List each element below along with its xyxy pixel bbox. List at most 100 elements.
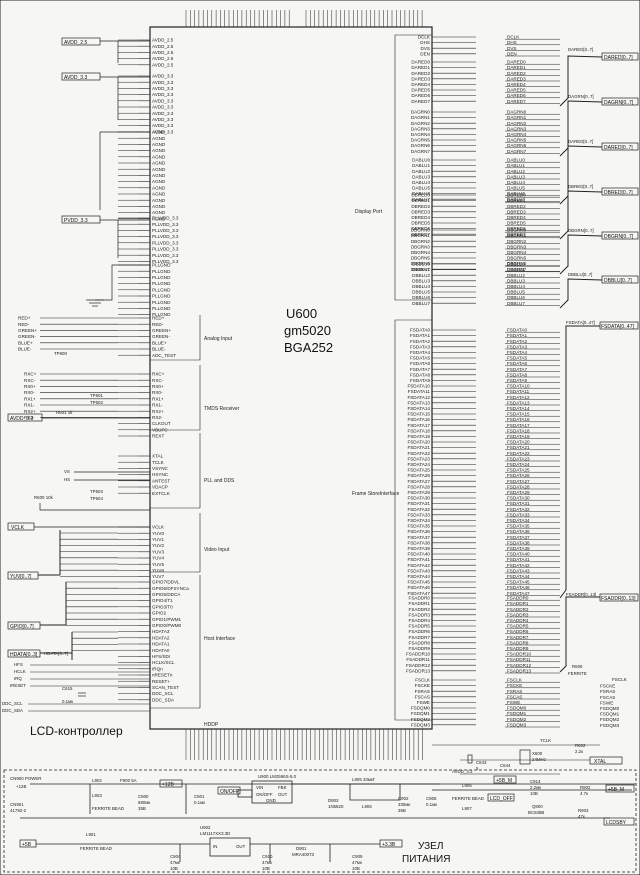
net-5v-m: +5В_М xyxy=(496,778,512,784)
right-pin-label: FSDATA2 xyxy=(410,339,430,344)
left-pin-label: YUV4 xyxy=(152,556,164,561)
right-net-label: FSDATA37 xyxy=(507,535,530,540)
right-pin-label: FSDATA32 xyxy=(407,507,430,512)
right-net-label: FSDATA27 xyxy=(507,479,530,484)
right-pin-label: DABLU6 xyxy=(412,191,430,196)
left-pin-label: PLLGND xyxy=(152,275,171,280)
right-pin-label: DARED7 xyxy=(411,99,430,104)
r600-label: R600 10k xyxy=(34,495,54,500)
right-pin-label: DBRED4 xyxy=(411,215,430,220)
left-pin-label: AGND xyxy=(152,216,166,221)
fs-control-label: FSCAS xyxy=(600,695,615,700)
right-net-label: FSDATA21 xyxy=(507,445,530,450)
section-video-input: Video Input xyxy=(204,547,230,553)
right-net-label: FSDATA47 xyxy=(507,591,530,596)
right-net-label: FSCKE xyxy=(507,683,522,688)
cn901-label: CN901 xyxy=(10,802,24,807)
c901-label: C901 xyxy=(194,794,205,799)
r902-label: R902 xyxy=(580,785,591,790)
right-pin-label: FSDATA11 xyxy=(408,389,431,394)
left-pin-label: AVDD_3.3 xyxy=(152,123,174,128)
psu-title-line1: УЗЕЛ xyxy=(418,841,443,852)
x600-value: 24MHz xyxy=(532,757,546,762)
right-net-label: FSDATA41 xyxy=(507,557,530,562)
right-net-label: FSADDR3 xyxy=(507,612,529,617)
left-pin-label: AVDD_3.3 xyxy=(152,129,174,134)
tmds-input-net: RX2+ xyxy=(24,409,36,414)
right-pin-label: FSADDR10 xyxy=(406,652,430,657)
right-pin-label: DBRED2 xyxy=(411,204,430,209)
c615-value: 0.1мк xyxy=(62,699,73,704)
right-pin-label: DBBLU6 xyxy=(412,295,430,300)
left-pin-label: YUV1 xyxy=(152,537,164,542)
section-host-interface: Host Interface xyxy=(204,636,235,642)
net-dared-bus-tag: DARED[0..7] xyxy=(568,47,593,52)
right-net-label: DARED0 xyxy=(507,60,526,65)
net-fsdata-bus-out: FSDATA[0..47] xyxy=(601,324,634,330)
left-pin-label: VCLK xyxy=(152,525,165,530)
left-pin-label: CLKOUT xyxy=(152,421,171,426)
right-net-label: FSDATA3 xyxy=(507,344,527,349)
right-net-label: DBGRN3 xyxy=(507,244,527,249)
right-net-label: FSDATA43 xyxy=(507,568,530,573)
right-net-label: FSADDR9 xyxy=(507,646,529,651)
right-pin-label: FSADDR5 xyxy=(409,624,431,629)
fs-control-label: FSDQM2 xyxy=(600,717,620,722)
right-pin-label: FSADDR3 xyxy=(409,612,431,617)
d903-label: D903 xyxy=(328,798,339,803)
right-net-label: FSDATA10 xyxy=(507,384,530,389)
left-pin-label: RX2+ xyxy=(152,409,164,414)
right-net-label: DABLU0 xyxy=(507,158,525,163)
plus12-label: +12В xyxy=(16,784,26,789)
right-net-label: DARED4 xyxy=(507,82,526,87)
right-net-label: FSADDR8 xyxy=(507,640,529,645)
right-net-label: DABLU7 xyxy=(507,197,525,202)
right-net-label: DARED2 xyxy=(507,71,526,76)
ic-package: BGA252 xyxy=(284,340,333,355)
tp604-label: TP604 xyxy=(90,496,103,501)
right-pin-label: FSRAS xyxy=(415,689,430,694)
c902-value: 330мк xyxy=(398,802,410,807)
net-dbblu-bus-tag: DBBLU[0..7] xyxy=(568,272,592,277)
right-pin-label: FSDATA7 xyxy=(410,367,430,372)
f900-label: F900 5A xyxy=(120,778,137,783)
r903-label: R903 xyxy=(578,808,589,813)
right-net-label: DBRED1 xyxy=(507,198,526,203)
net-gpio-bus: GPIO[0..7] xyxy=(10,624,34,630)
left-pin-label: AGND xyxy=(152,173,166,178)
r602-label: R602 xyxy=(575,743,586,748)
right-net-label: DARED5 xyxy=(507,88,526,93)
l901-label: L901 xyxy=(86,832,96,837)
right-net-label: FSRAS xyxy=(507,689,522,694)
right-net-label: DAGRN1 xyxy=(507,115,527,120)
right-pin-label: DAGRN0 xyxy=(411,110,431,115)
left-pin-label: EXTCLK xyxy=(152,491,171,496)
analog-input-net: BLUE+ xyxy=(18,340,33,345)
net-dbgrn-bus-out: DBGRN[0..7] xyxy=(604,234,634,240)
right-pin-label: FSDATA40 xyxy=(407,552,430,557)
right-pin-label: FSDATA31 xyxy=(407,501,430,506)
right-net-label: FSDATA34 xyxy=(507,518,530,523)
left-pin-label: GPIO3/T0 xyxy=(152,604,173,609)
l906-label: L906 xyxy=(462,783,472,788)
fs-control-label: FSDQM0 xyxy=(600,706,620,711)
right-net-label: FSCLK xyxy=(507,678,523,683)
cn900-label: CN900 POWER xyxy=(10,776,41,781)
right-pin-label: DARED4 xyxy=(411,82,430,87)
right-pin-label: DABLU2 xyxy=(412,169,430,174)
right-pin-label: FSDATA17 xyxy=(407,423,430,428)
right-net-label: DBBLU3 xyxy=(507,278,525,283)
u902-in: IN xyxy=(213,844,217,849)
right-net-label: DBGRN0 xyxy=(507,228,527,233)
right-net-label: FSDATA38 xyxy=(507,540,530,545)
right-net-label: FSDATA19 xyxy=(507,434,530,439)
right-net-label: FSADDR0 xyxy=(507,596,529,601)
analog-input-net: RED- xyxy=(18,322,30,327)
left-pin-group: AVDD_2.5AVDD_2.5AVDD_2.5AVDD_2.5AVDD_2.5… xyxy=(118,38,189,702)
right-net-label: DBBLU2 xyxy=(507,273,525,278)
left-pin-label: RED+ xyxy=(152,316,165,321)
right-pin-label: FSDQM2 xyxy=(411,717,431,722)
right-pin-label: DAGRN1 xyxy=(411,115,431,120)
u902-label: U902 xyxy=(200,825,211,830)
